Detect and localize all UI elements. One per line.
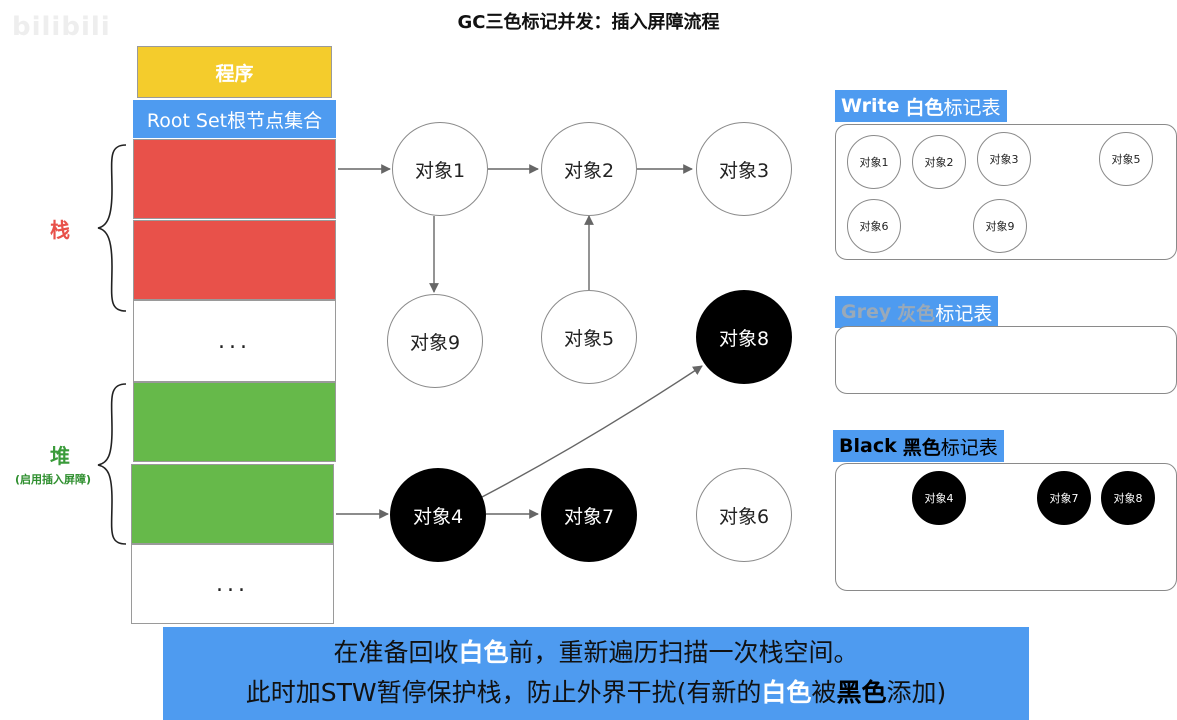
black-item-obj7: 对象7 bbox=[1037, 471, 1091, 525]
heap-cell-ellipsis: ... bbox=[131, 544, 334, 624]
stack-cell-ellipsis: ... bbox=[133, 300, 336, 382]
node-obj5: 对象5 bbox=[541, 290, 637, 384]
heap-cell-1 bbox=[133, 382, 336, 462]
black-label-suffix: 标记表 bbox=[940, 436, 998, 459]
root-set-box: Root Set根节点集合 bbox=[133, 100, 336, 138]
caption-line-2: 此时加STW暂停保护栈，防止外界干扰(有新的白色被黑色添加) bbox=[163, 673, 1029, 713]
caption-line1-b: 前，重新遍历扫描一次栈空间。 bbox=[508, 638, 859, 667]
white-label-cn: 白色 bbox=[905, 96, 944, 119]
caption-box: 在准备回收白色前，重新遍历扫描一次栈空间。 此时加STW暂停保护栈，防止外界干扰… bbox=[163, 627, 1029, 720]
node-obj3: 对象3 bbox=[696, 122, 792, 216]
black-label-cn: 黑色 bbox=[902, 436, 941, 459]
black-label-en: Black bbox=[839, 435, 897, 457]
node-obj9: 对象9 bbox=[387, 294, 483, 388]
grey-panel-box bbox=[835, 326, 1177, 394]
white-label-suffix: 标记表 bbox=[943, 96, 1001, 119]
heap-label: 堆 bbox=[50, 444, 70, 468]
program-box: 程序 bbox=[137, 46, 332, 98]
node-obj6: 对象6 bbox=[696, 468, 792, 562]
white-panel-label: Write 白色标记表 bbox=[835, 90, 1007, 122]
stack-cell-1 bbox=[133, 139, 336, 219]
stack-cell-2 bbox=[133, 220, 336, 300]
caption-line2-black: 黑色 bbox=[836, 678, 887, 707]
white-item-obj3: 对象3 bbox=[977, 132, 1031, 186]
white-item-obj6: 对象6 bbox=[847, 199, 901, 253]
page-title: GC三色标记并发：插入屏障流程 bbox=[457, 12, 720, 33]
caption-line2-white: 白色 bbox=[761, 678, 812, 707]
black-item-obj8: 对象8 bbox=[1101, 471, 1155, 525]
white-label-en: Write bbox=[841, 95, 900, 117]
caption-line1-white: 白色 bbox=[458, 638, 509, 667]
stack-label: 栈 bbox=[50, 218, 70, 242]
heap-brace bbox=[97, 383, 127, 545]
stack-brace bbox=[97, 144, 127, 312]
caption-line-1: 在准备回收白色前，重新遍历扫描一次栈空间。 bbox=[163, 633, 1029, 673]
heap-cell-2 bbox=[131, 464, 334, 544]
node-obj8: 对象8 bbox=[696, 290, 792, 384]
heap-sub-label: (启用插入屏障) bbox=[15, 473, 92, 486]
black-panel-label: Black 黑色标记表 bbox=[833, 430, 1004, 462]
grey-label-cn: 灰色 bbox=[897, 302, 936, 325]
grey-label-en: Grey bbox=[841, 301, 892, 323]
white-item-obj5: 对象5 bbox=[1099, 132, 1153, 186]
white-item-obj1: 对象1 bbox=[847, 135, 901, 189]
bilibili-watermark: bilibili bbox=[12, 12, 111, 42]
caption-line2-b: 被 bbox=[811, 678, 837, 707]
node-obj1: 对象1 bbox=[392, 122, 488, 216]
white-item-obj2: 对象2 bbox=[912, 135, 966, 189]
grey-panel-label: Grey 灰色标记表 bbox=[835, 296, 999, 328]
black-item-obj4: 对象4 bbox=[912, 471, 966, 525]
node-obj7: 对象7 bbox=[541, 468, 637, 562]
caption-line2-c: 添加) bbox=[886, 678, 947, 707]
edge-obj4-to-obj8 bbox=[481, 365, 703, 498]
grey-label-suffix: 标记表 bbox=[935, 302, 993, 325]
node-obj4: 对象4 bbox=[390, 468, 486, 562]
white-item-obj9: 对象9 bbox=[973, 199, 1027, 253]
caption-line2-a: 此时加STW暂停保护栈，防止外界干扰(有新的 bbox=[245, 678, 762, 707]
node-obj2: 对象2 bbox=[541, 122, 637, 216]
caption-line1-a: 在准备回收 bbox=[333, 638, 459, 667]
